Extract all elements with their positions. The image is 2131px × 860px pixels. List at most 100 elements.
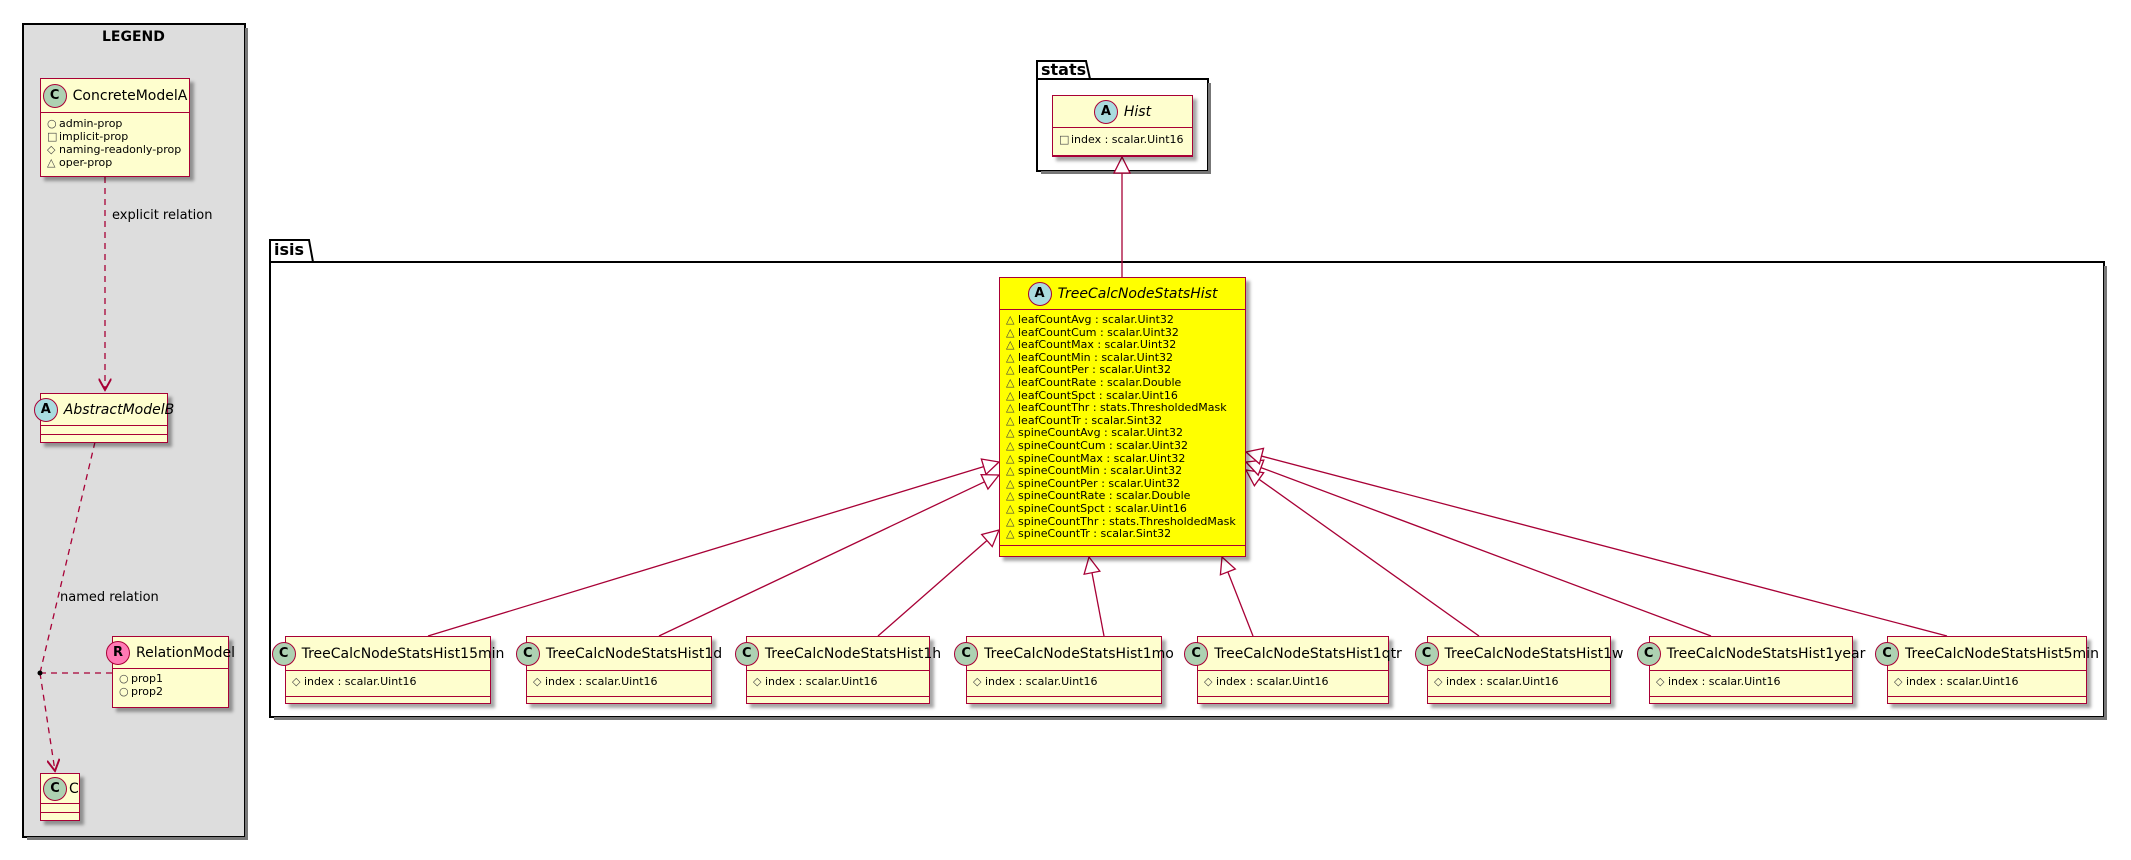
c-model-name: C (69, 780, 79, 797)
attribute-row: △spineCountThr : stats.ThresholdedMask (1006, 514, 1239, 529)
attribute-row: △leafCountRate : scalar.Double (1006, 375, 1239, 390)
attribute-row: △oper-prop (47, 156, 183, 169)
attribute-text: spineCountSpct : scalar.Uint16 (1018, 501, 1187, 515)
attribute-text: leafCountMax : scalar.Uint32 (1018, 338, 1177, 352)
named-relation-label: named relation (60, 590, 159, 605)
attribute-row: △leafCountCum : scalar.Uint32 (1006, 325, 1239, 340)
stats-package-label: stats (1041, 60, 1087, 79)
relation-model-box: R RelationModel ○prop1○prop2 (105, 636, 235, 708)
relation-badge-icon: R (105, 640, 130, 665)
attribute-text: admin-prop (59, 117, 123, 130)
child-class-name: TreeCalcNodeStatsHist1w (1444, 645, 1624, 662)
main-class-box: A TreeCalcNodeStatsHist △leafCountAvg : … (999, 277, 1246, 557)
concrete-model-box: C ConcreteModelA ○admin-prop□implicit-pr… (40, 78, 190, 177)
explicit-relation-label: explicit relation (112, 208, 213, 223)
visibility-icon: △ (1006, 325, 1015, 339)
child-class-name: TreeCalcNodeStatsHist1year (1666, 645, 1866, 662)
visibility-icon: △ (1006, 363, 1015, 377)
visibility-icon: △ (1006, 338, 1015, 352)
visibility-icon: △ (1006, 350, 1015, 364)
relation-model-attrs: ○prop1○prop2 (113, 669, 228, 700)
child-class-attr: index : scalar.Uint16 (1446, 675, 1559, 688)
abstract-model-box: A AbstractModelB (33, 393, 174, 443)
attribute-row: □implicit-prop (47, 130, 183, 143)
attribute-row: △spineCountRate : scalar.Double (1006, 490, 1239, 503)
class-badge-icon: C (1875, 641, 1900, 666)
concrete-model-attrs: ○admin-prop□implicit-prop◇naming-readonl… (41, 113, 189, 171)
class-badge-icon: C (1636, 641, 1661, 666)
attribute-row: △spineCountMax : scalar.Uint32 (1006, 451, 1239, 466)
attribute-row: ○prop2 (119, 685, 222, 698)
attribute-row: △leafCountMax : scalar.Uint32 (1006, 338, 1239, 352)
child-class-attr: index : scalar.Uint16 (985, 675, 1098, 688)
named-relation-arrow (39, 672, 55, 771)
class-badge-icon: C (1414, 641, 1439, 666)
child-class-box: C TreeCalcNodeStatsHist1w◇index : scalar.… (1414, 636, 1623, 704)
protected-icon: ◇ (1656, 675, 1665, 688)
main-class-attrs: △leafCountAvg : scalar.Uint32△leafCountC… (1000, 310, 1245, 546)
protected-icon: ◇ (753, 675, 762, 688)
attribute-row: ○prop1 (119, 672, 222, 685)
attribute-text: leafCountTr : scalar.Sint32 (1018, 413, 1163, 427)
attribute-row: △leafCountThr : stats.ThresholdedMask (1006, 401, 1239, 415)
visibility-icon: △ (1006, 489, 1015, 503)
attribute-row: △leafCountSpct : scalar.Uint16 (1006, 388, 1239, 403)
hist-class-box: A Hist □index : scalar.Uint16 (1052, 95, 1193, 157)
visibility-icon: △ (1006, 388, 1015, 402)
attribute-row: △spineCountTr : scalar.Sint32 (1006, 527, 1239, 541)
relation-model-name: RelationModel (135, 644, 236, 661)
attribute-text: spineCountAvg : scalar.Uint32 (1018, 426, 1183, 440)
protected-icon: ◇ (973, 675, 982, 688)
visibility-icon: △ (1006, 401, 1015, 415)
c-model-box: C C (40, 773, 80, 821)
attribute-text: leafCountRate : scalar.Double (1018, 375, 1182, 389)
inheritance-edge (427, 458, 1001, 637)
attribute-row: △leafCountAvg : scalar.Uint32 (1006, 313, 1239, 327)
attribute-row: △leafCountPer : scalar.Uint32 (1006, 364, 1239, 377)
visibility-icon: △ (1006, 426, 1015, 440)
attribute-text: prop1 (131, 672, 163, 685)
attribute-row: △leafCountMin : scalar.Uint32 (1006, 350, 1239, 365)
visibility-icon: △ (1006, 514, 1015, 528)
attribute-text: leafCountMin : scalar.Uint32 (1018, 350, 1174, 364)
protected-icon: ◇ (1434, 675, 1443, 688)
concrete-model-name: ConcreteModelA (72, 87, 188, 104)
visibility-icon: △ (47, 156, 56, 169)
main-class-name: TreeCalcNodeStatsHist (1057, 285, 1218, 302)
child-class-name: TreeCalcNodeStatsHist1h (764, 645, 942, 662)
attribute-text: naming-readonly-prop (59, 143, 182, 156)
attribute-text: spineCountRate : scalar.Double (1018, 489, 1191, 503)
child-class-attr: index : scalar.Uint16 (765, 675, 878, 688)
visibility-icon: △ (1006, 313, 1015, 326)
child-class-attr: index : scalar.Uint16 (304, 675, 417, 688)
class-badge-icon: C (515, 641, 540, 666)
attribute-row: ○admin-prop (47, 117, 183, 130)
inheritance-edge (1244, 447, 1948, 637)
child-class-name: TreeCalcNodeStatsHist1mo (984, 645, 1174, 662)
protected-icon: ◇ (1894, 675, 1903, 688)
c-badge-icon: C (43, 776, 67, 801)
visibility-icon: △ (1006, 438, 1015, 452)
attribute-text: oper-prop (59, 156, 113, 169)
child-class-attr: index : scalar.Uint16 (1216, 675, 1329, 688)
abstract-badge-icon: A (1093, 99, 1118, 124)
visibility-icon: △ (1006, 476, 1015, 490)
child-class-name: TreeCalcNodeStatsHist5min (1905, 645, 2099, 662)
visibility-icon: △ (1006, 501, 1015, 515)
abstract-badge-icon: A (1027, 281, 1052, 306)
attribute-text: leafCountAvg : scalar.Uint32 (1018, 313, 1174, 326)
hist-class-name: Hist (1123, 103, 1152, 120)
attribute-row: △spineCountCum : scalar.Uint32 (1006, 438, 1239, 453)
attribute-row: △leafCountTr : scalar.Sint32 (1006, 413, 1239, 428)
attribute-text: spineCountMin : scalar.Uint32 (1018, 464, 1183, 478)
attribute-text: leafCountPer : scalar.Uint32 (1018, 363, 1172, 377)
inheritance-main-to-hist (1112, 155, 1132, 277)
private-icon: □ (1059, 133, 1070, 146)
attribute-text: leafCountThr : stats.ThresholdedMask (1018, 401, 1227, 415)
child-class-attr: index : scalar.Uint16 (545, 675, 658, 688)
visibility-icon: △ (1006, 451, 1015, 465)
legend-title: LEGEND (102, 29, 165, 45)
